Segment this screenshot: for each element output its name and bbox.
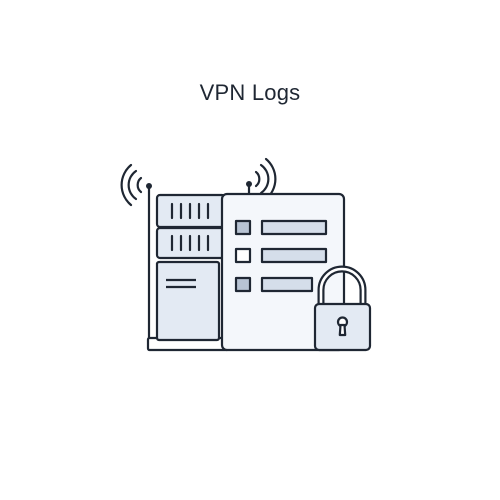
log-document-icon [220,192,346,352]
wifi-signal-icon [120,163,152,350]
server-rack-icon [146,193,230,352]
page-title: VPN Logs [199,80,301,105]
padlock-icon [313,265,372,352]
